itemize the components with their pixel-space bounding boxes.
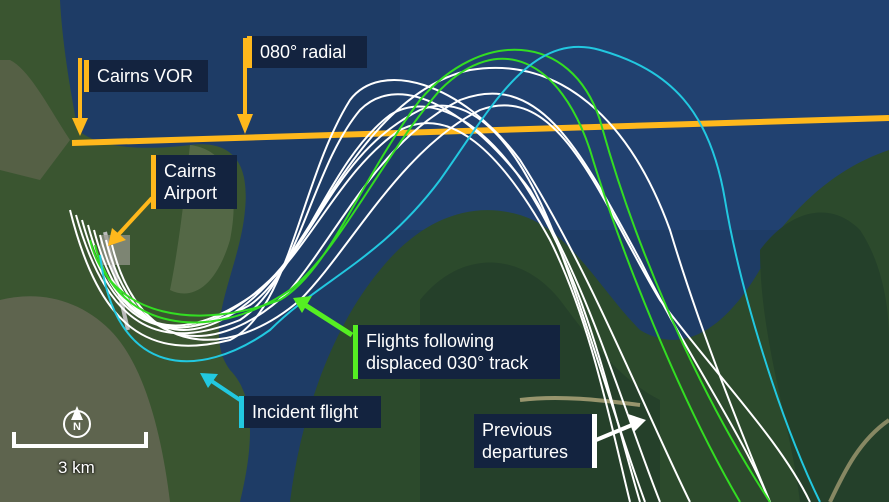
incident-arrow bbox=[200, 373, 242, 402]
city-north bbox=[0, 60, 70, 180]
label-cairns-airport: Cairns Airport bbox=[151, 155, 237, 209]
label-incident-flight: Incident flight bbox=[239, 396, 381, 428]
beach-east bbox=[828, 418, 889, 502]
incident-flight-track bbox=[99, 45, 821, 502]
vor-arrow bbox=[72, 58, 88, 136]
label-displaced-line1: Flights following bbox=[366, 331, 495, 351]
airport-arrow bbox=[108, 196, 154, 246]
sea-deep bbox=[400, 0, 889, 230]
previous-track-6 bbox=[99, 66, 771, 502]
label-previous-line1: Previous bbox=[482, 420, 553, 440]
city-urban-area bbox=[0, 296, 170, 502]
hills-east bbox=[760, 212, 889, 502]
displaced-track-1 bbox=[89, 48, 771, 502]
label-previous-departures: Previous departures bbox=[474, 414, 597, 468]
label-cairns-vor: Cairns VOR bbox=[84, 60, 208, 92]
beach-strip bbox=[519, 395, 641, 407]
scale-bar-label: 3 km bbox=[58, 458, 95, 477]
previous-track-8 bbox=[111, 104, 811, 502]
label-incident-flight-text: Incident flight bbox=[252, 402, 359, 422]
scale-bar bbox=[12, 432, 148, 448]
radial-080-line bbox=[71, 115, 889, 146]
label-080-radial-text: 080° radial bbox=[260, 42, 347, 62]
north-arrow-icon: N bbox=[63, 406, 91, 438]
label-airport-line1: Cairns bbox=[164, 161, 217, 181]
displaced-track-2 bbox=[94, 57, 741, 502]
previous-arrow bbox=[595, 414, 646, 442]
previous-track-7 bbox=[105, 92, 771, 502]
north-arrow-letter: N bbox=[73, 421, 81, 433]
label-displaced-track: Flights following displaced 030° track bbox=[353, 325, 560, 379]
label-previous-line2: departures bbox=[482, 442, 569, 462]
label-displaced-line2: displaced 030° track bbox=[366, 353, 529, 373]
displaced-030-tracks bbox=[89, 48, 771, 502]
radial-arrow bbox=[237, 38, 253, 134]
label-airport-line2: Airport bbox=[164, 183, 218, 203]
displaced-arrow bbox=[293, 296, 354, 338]
previous-track-5 bbox=[93, 104, 646, 502]
previous-track-1 bbox=[69, 79, 691, 502]
label-cairns-vor-text: Cairns VOR bbox=[97, 66, 194, 86]
label-080-radial: 080° radial bbox=[247, 36, 367, 68]
